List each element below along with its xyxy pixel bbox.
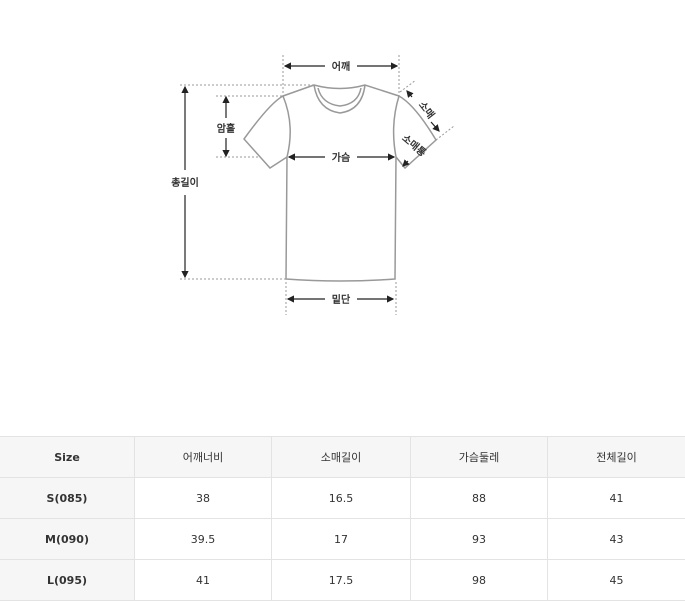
table-row: M(090) 39.5 17 93 43 bbox=[0, 518, 685, 560]
label-hem: 밑단 bbox=[332, 293, 351, 306]
cell: 88 bbox=[410, 477, 548, 519]
table-header-row: Size 어깨너비 소매길이 가슴둘레 전체길이 bbox=[0, 436, 685, 478]
cell: 41 bbox=[134, 559, 272, 601]
cell: 98 bbox=[410, 559, 548, 601]
cell: 39.5 bbox=[134, 518, 272, 560]
size-table: Size 어깨너비 소매길이 가슴둘레 전체길이 S(085) 38 16.5 … bbox=[0, 436, 685, 601]
cell: 93 bbox=[410, 518, 548, 560]
label-chest: 가슴 bbox=[332, 151, 350, 164]
tshirt-size-diagram: 어깨 암홀 총길이 가슴 밑단 소매 소매통 bbox=[171, 55, 455, 315]
cell: 16.5 bbox=[271, 477, 411, 519]
header-shoulder: 어깨너비 bbox=[134, 436, 272, 478]
header-chest: 가슴둘레 bbox=[410, 436, 548, 478]
table-row: L(095) 41 17.5 98 45 bbox=[0, 559, 685, 601]
cell-size: M(090) bbox=[0, 518, 135, 560]
cell: 41 bbox=[547, 477, 685, 519]
label-total-length: 총길이 bbox=[171, 176, 199, 189]
header-sleeve: 소매길이 bbox=[271, 436, 411, 478]
label-armhole: 암홀 bbox=[217, 122, 235, 135]
cell: 17.5 bbox=[271, 559, 411, 601]
table-row: S(085) 38 16.5 88 41 bbox=[0, 477, 685, 519]
cell: 43 bbox=[547, 518, 685, 560]
cell-size: S(085) bbox=[0, 477, 135, 519]
label-shoulder: 어깨 bbox=[332, 60, 350, 73]
cell: 17 bbox=[271, 518, 411, 560]
header-length: 전체길이 bbox=[547, 436, 685, 478]
tshirt-outline bbox=[243, 84, 437, 282]
cell-size: L(095) bbox=[0, 559, 135, 601]
cell: 45 bbox=[547, 559, 685, 601]
header-size: Size bbox=[0, 436, 135, 478]
cell: 38 bbox=[134, 477, 272, 519]
